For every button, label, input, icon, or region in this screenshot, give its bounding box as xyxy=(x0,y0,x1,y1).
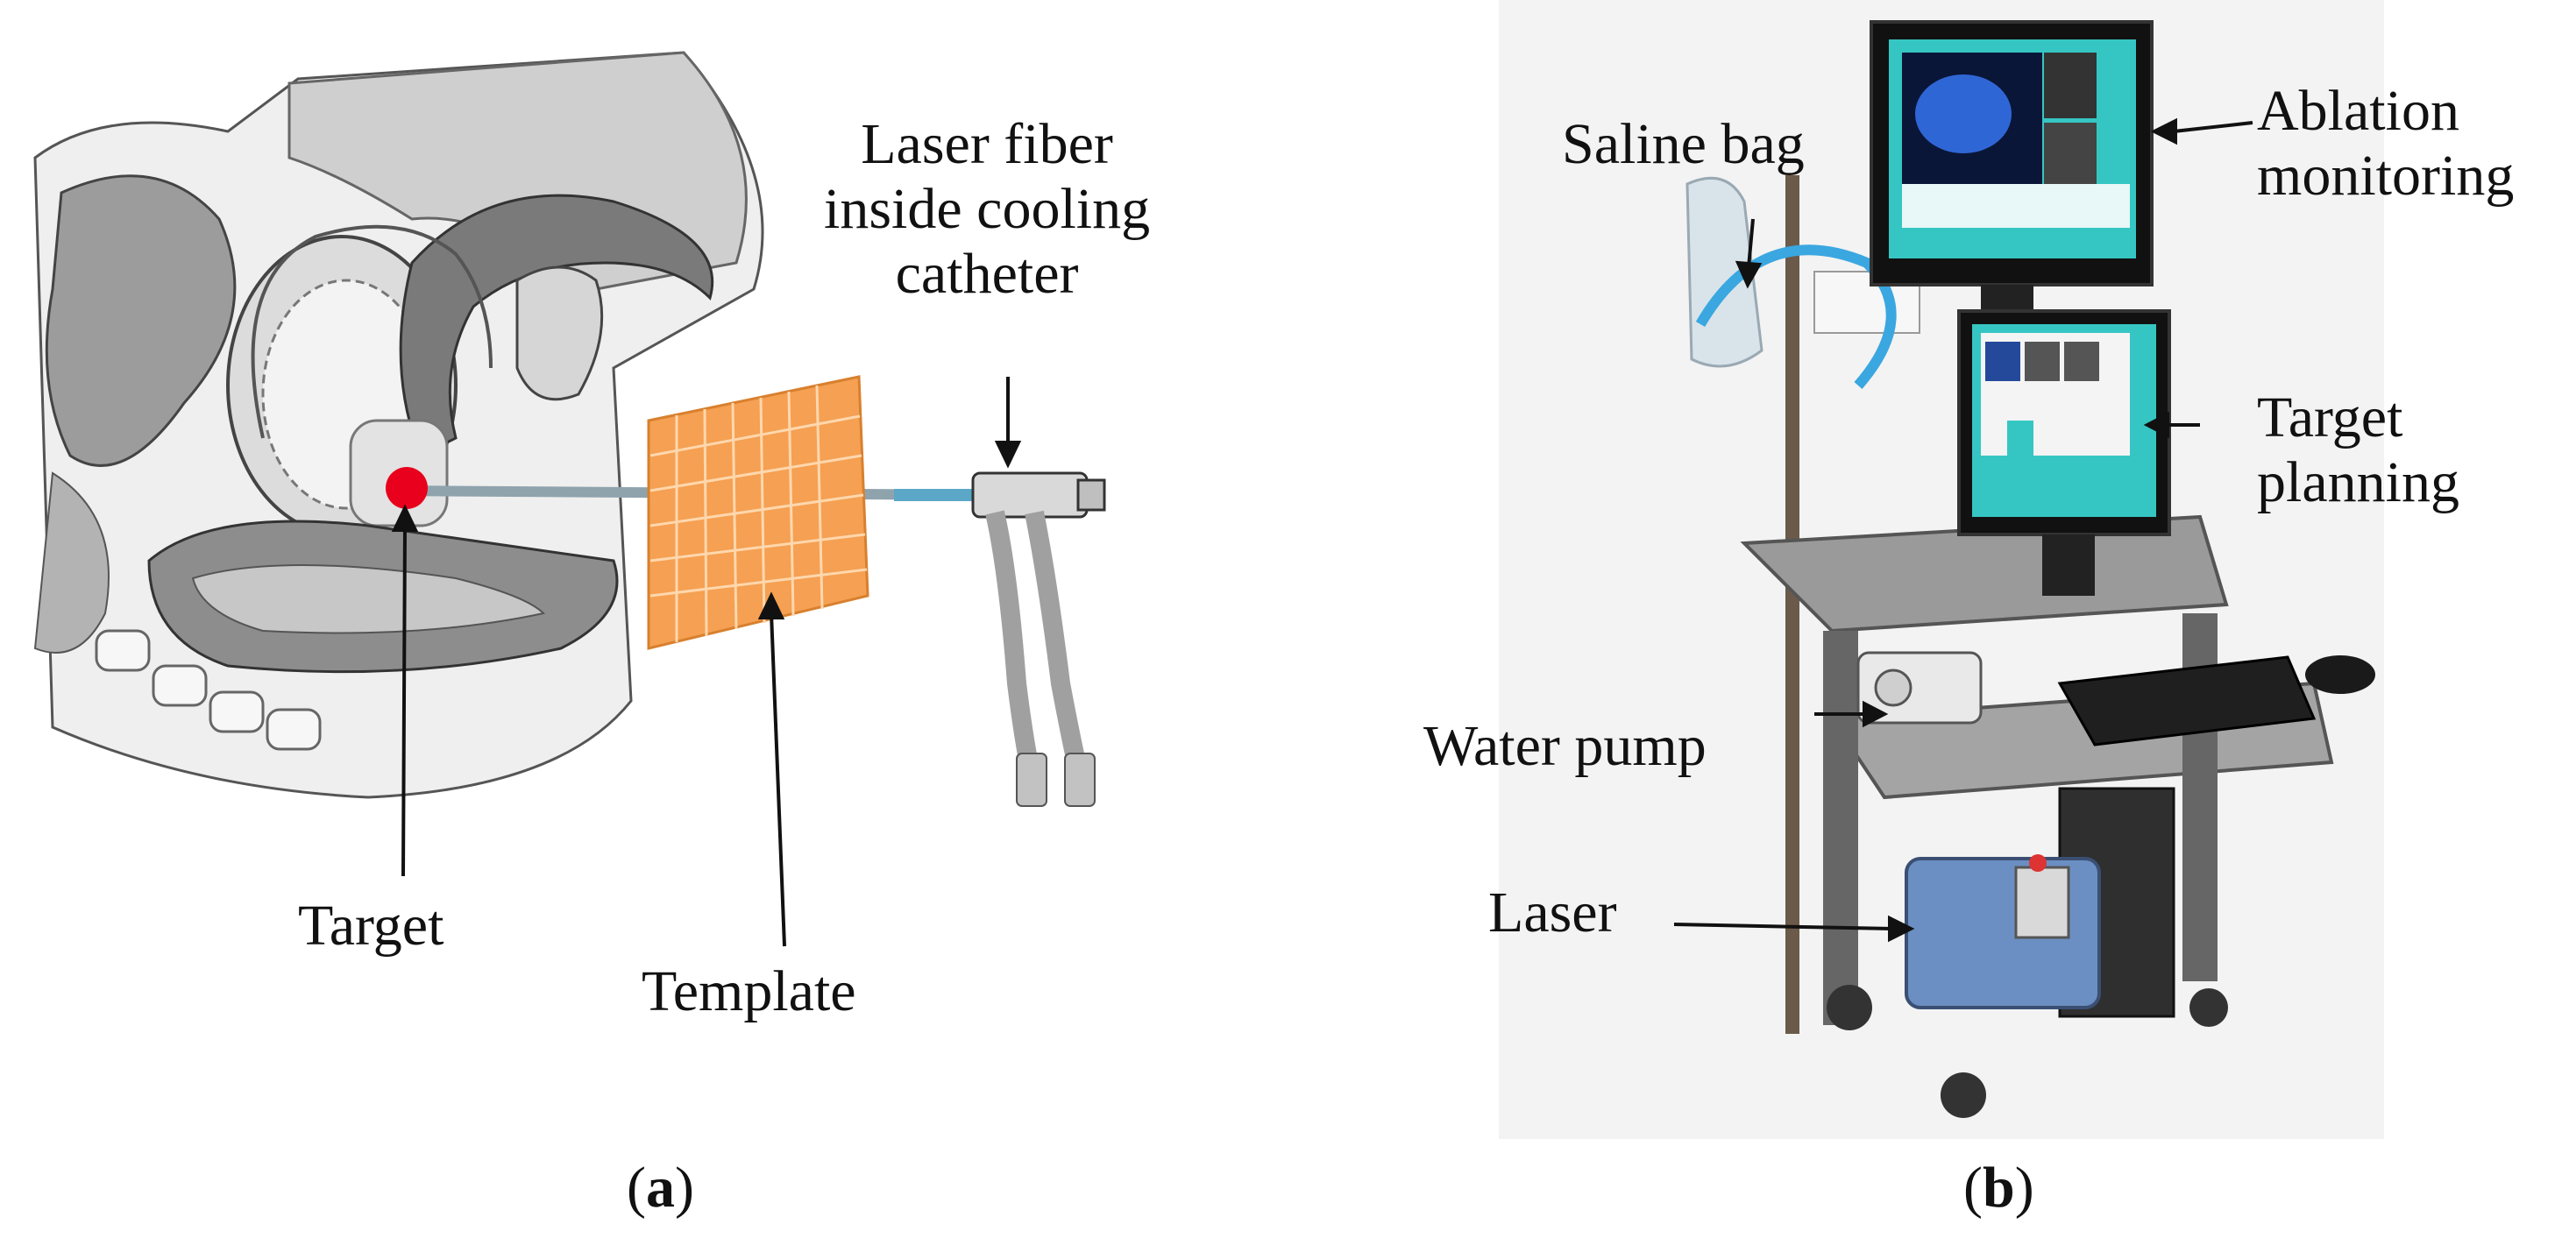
label-target: Target xyxy=(298,894,444,958)
cart-frame xyxy=(1823,631,1858,1025)
seminal-vesicle xyxy=(515,265,604,401)
label-ablation-line1: Ablation xyxy=(2257,79,2459,143)
monitor-planning xyxy=(1957,309,2171,596)
keyboard xyxy=(2057,655,2317,746)
bone-segments xyxy=(95,629,322,751)
template-grid xyxy=(647,375,869,650)
lower-organ-inner xyxy=(191,564,546,634)
label-target-planning-line2: planning xyxy=(2257,449,2459,514)
label-laser-fiber-line3: catheter xyxy=(895,241,1079,306)
label-water-pump: Water pump xyxy=(1423,714,1707,778)
catheter-hub xyxy=(971,471,1089,519)
cart-wheels xyxy=(1827,985,2228,1118)
lower-left-bone xyxy=(33,471,110,654)
cooling-tube-2 xyxy=(1025,510,1092,791)
label-laser-fiber: Laser fiber inside cooling catheter xyxy=(824,112,1150,307)
target-dot xyxy=(386,467,428,509)
cooling-tube-1 xyxy=(985,510,1044,791)
urethra xyxy=(251,224,493,439)
label-target-planning: Target planning xyxy=(2257,386,2459,515)
anatomy-illustration xyxy=(33,51,1106,947)
label-target-planning-line1: Target xyxy=(2257,386,2403,449)
label-saline-bag: Saline bag xyxy=(1562,112,1805,176)
label-laser-fiber-line1: Laser fiber xyxy=(861,112,1113,176)
label-ablation-line2: monitoring xyxy=(2257,143,2515,208)
panel-a-anatomy-diagram: Laser fiber inside cooling catheter Targ… xyxy=(33,51,1150,1220)
label-laser: Laser xyxy=(1488,881,1617,944)
caption-a-letter: a xyxy=(645,1156,675,1220)
caption-b: (b) xyxy=(1963,1156,2034,1220)
equipment-illustration xyxy=(1499,0,2384,1139)
laser-unit xyxy=(1905,857,2101,1009)
panel-b-equipment-photo: Saline bag Ablation monitoring Target pl… xyxy=(1288,0,2576,1238)
label-ablation-monitoring: Ablation monitoring xyxy=(2257,79,2514,209)
label-template: Template xyxy=(642,959,856,1023)
monitor-ablation xyxy=(1870,20,2154,320)
annotation-arrows xyxy=(391,377,1022,947)
mouse xyxy=(2305,655,2375,694)
label-laser-fiber-line2: inside cooling xyxy=(824,176,1151,241)
caption-a: (a) xyxy=(627,1156,694,1220)
pubic-bone xyxy=(45,174,237,467)
annotation-arrows-b xyxy=(1673,117,2253,943)
caption-b-letter: b xyxy=(1982,1156,2015,1220)
